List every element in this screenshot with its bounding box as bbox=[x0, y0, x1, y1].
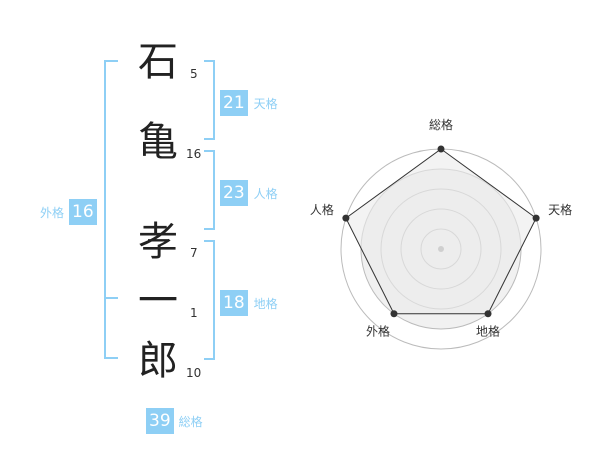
chikaku-value: 18 bbox=[220, 290, 248, 316]
radar-center-dot bbox=[438, 246, 444, 252]
gaikaku-label: 外格 bbox=[40, 205, 65, 220]
radar-axis-label-2: 天格 bbox=[548, 202, 572, 217]
radar-axis-label-5: 人格 bbox=[310, 202, 334, 217]
soukaku-score: 39 総格 bbox=[146, 408, 203, 434]
radar-point-1 bbox=[437, 145, 445, 153]
name-char-4: 一 bbox=[138, 278, 178, 324]
tenkaku-score: 21 天格 bbox=[220, 90, 278, 116]
chikaku-bracket bbox=[204, 240, 215, 360]
jinkaku-score: 23 人格 bbox=[220, 180, 278, 206]
jinkaku-value: 23 bbox=[220, 180, 248, 206]
radar-point-2 bbox=[532, 214, 540, 222]
stroke-count-4: 1 bbox=[190, 306, 198, 320]
stroke-count-3: 7 bbox=[190, 246, 198, 260]
stroke-count-1: 5 bbox=[190, 67, 198, 81]
gaikaku-score: 外格 16 bbox=[40, 199, 97, 225]
jinkaku-label: 人格 bbox=[253, 186, 278, 201]
stroke-count-2: 16 bbox=[186, 147, 202, 161]
radar-axis-label-4: 外格 bbox=[366, 324, 390, 339]
gaikaku-bracket-divider bbox=[104, 297, 118, 299]
radar-point-3 bbox=[484, 310, 492, 318]
name-char-2: 亀 bbox=[138, 119, 178, 165]
radar-point-4 bbox=[390, 310, 398, 318]
gaikaku-bracket bbox=[104, 60, 118, 359]
chikaku-score: 18 地格 bbox=[220, 290, 278, 316]
name-char-5: 郎 bbox=[138, 338, 178, 384]
name-char-1: 石 bbox=[138, 39, 178, 85]
tenkaku-value: 21 bbox=[220, 90, 248, 116]
soukaku-value: 39 bbox=[146, 408, 174, 434]
soukaku-label: 総格 bbox=[178, 414, 203, 429]
jinkaku-bracket bbox=[204, 150, 215, 230]
gaikaku-value: 16 bbox=[69, 199, 97, 225]
name-char-3: 孝 bbox=[138, 219, 178, 265]
radar-axis-label-1: 総格 bbox=[429, 117, 453, 132]
chikaku-label: 地格 bbox=[253, 296, 278, 311]
tenkaku-bracket bbox=[204, 60, 215, 140]
stroke-count-5: 10 bbox=[186, 366, 202, 380]
radar-axis-label-3: 地格 bbox=[476, 324, 500, 339]
tenkaku-label: 天格 bbox=[253, 96, 278, 111]
radar-polygon bbox=[345, 148, 537, 315]
radar-point-5 bbox=[342, 214, 350, 222]
